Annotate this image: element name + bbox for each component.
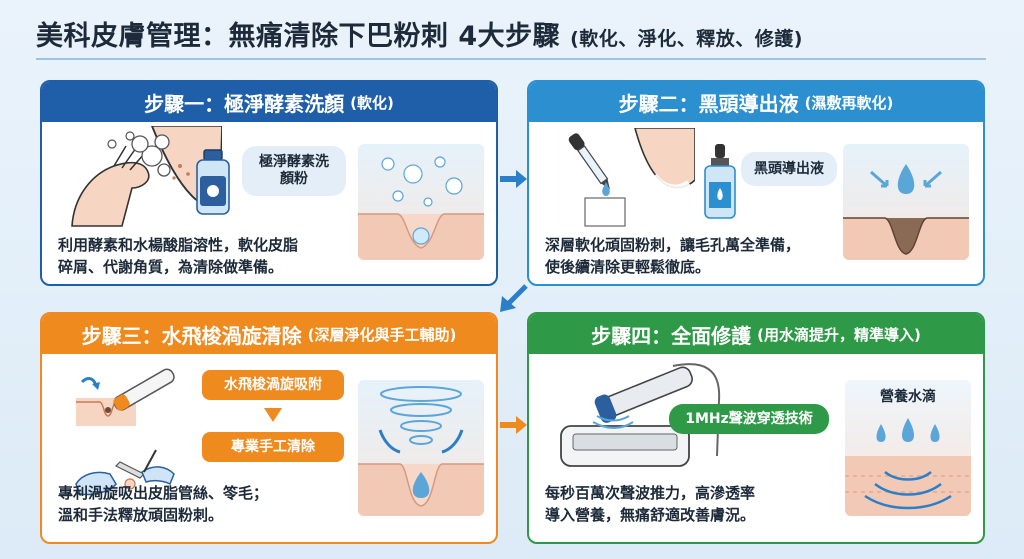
vortex-icon	[358, 380, 484, 516]
arrow-down-left-icon	[496, 284, 530, 314]
step-2-card: 步驟二：黑頭導出液 (濕敷再軟化)	[527, 80, 985, 286]
bottle-icon	[194, 148, 232, 216]
droplet-pore-icon	[843, 144, 969, 260]
step-1-note: (軟化)	[350, 93, 394, 112]
step-4-note: (用水滴提升，精準導入)	[757, 325, 921, 344]
sound-wave-icon	[884, 470, 932, 481]
step-4-card: 步驟四：全面修護 (用水滴提升，精準導入) 1MHz聲波穿透技術 營養水滴	[527, 312, 985, 544]
ultrasound-device-icon	[553, 360, 743, 472]
water-drops-icon: 營養水滴	[845, 380, 971, 516]
step-2-title: 步驟二：黑頭導出液	[618, 91, 799, 116]
step-1-card: 步驟一：極淨酵素洗顏 (軟化)	[40, 80, 498, 286]
title-divider	[36, 58, 986, 60]
step-4-body: 1MHz聲波穿透技術 營養水滴 每秒百萬次聲波推力，高滲透率 導入營養，無痛舒適…	[529, 354, 983, 542]
bubbles-pore-icon	[358, 144, 484, 260]
arrow-down-icon	[264, 408, 282, 422]
step-1-body: 極淨酵素洗 顏粉 利用酵素和水楊酸脂溶性，軟化皮脂 碎屑、代謝角質，為清除做準備…	[42, 122, 496, 284]
step-3-card: 步驟三：水飛梭渦旋清除 (深層淨化與手工輔助)	[40, 312, 498, 544]
step-3-body: 水飛梭渦旋吸附 專業手工清除 專利渦旋吸出皮脂管絲、笭毛； 溫和手法釋放頑固粉刺…	[42, 354, 496, 542]
page-title-main: 美科皮膚管理：無痛清除下巴粉刺 4大步驟	[36, 21, 561, 52]
arrow-right-orange-icon	[500, 414, 528, 436]
step-2-body: 黑頭導出液 深層軟化頑固粉刺，讓毛孔萬全準備， 使後續清除更輕鬆徹底。	[529, 122, 983, 284]
step-4-device-label: 1MHz聲波穿透技術	[669, 404, 829, 434]
step-3-note: (深層淨化與手工輔助)	[307, 325, 457, 344]
step-2-note: (濕敷再軟化)	[804, 93, 894, 112]
step-4-title: 步驟四：全面修護	[591, 323, 752, 348]
step-4-panel-label: 營養水滴	[880, 389, 936, 405]
page-title: 美科皮膚管理：無痛清除下巴粉刺 4大步驟 (軟化、淨化、釋放、修護)	[36, 14, 996, 54]
step-4-description: 每秒百萬次聲波推力，高滲透率 導入營養，無痛舒適改善膚況。	[545, 484, 756, 524]
tweezer-hand-icon	[70, 444, 180, 500]
step-1-product-label: 極淨酵素洗 顏粉	[242, 146, 346, 196]
step-3-label-bottom: 專業手工清除	[202, 432, 344, 462]
step-3-header: 步驟三：水飛梭渦旋清除 (深層淨化與手工輔助)	[42, 314, 496, 354]
serum-bottle-icon	[703, 144, 737, 220]
step-2-description: 深層軟化頑固粉刺，讓毛孔萬全準備， 使後續清除更輕鬆徹底。	[545, 236, 801, 276]
step-4-header: 步驟四：全面修護 (用水滴提升，精準導入)	[529, 314, 983, 354]
step-3-label-top: 水飛梭渦旋吸附	[202, 370, 344, 400]
step-3-title: 步驟三：水飛梭渦旋清除	[81, 323, 302, 348]
step-1-title: 步驟一：極淨酵素洗顏	[144, 91, 345, 116]
arrow-right-icon	[500, 168, 528, 190]
hydra-wand-icon	[72, 362, 182, 428]
step-2-product-label: 黑頭導出液	[741, 152, 837, 186]
step-3-description: 專利渦旋吸出皮脂管絲、笭毛； 溫和手法釋放頑固粉刺。	[58, 484, 269, 524]
step-1-header: 步驟一：極淨酵素洗顏 (軟化)	[42, 82, 496, 122]
page-subtitle: (軟化、淨化、釋放、修護)	[570, 28, 803, 50]
step-1-description: 利用酵素和水楊酸脂溶性，軟化皮脂 碎屑、代謝角質，為清除做準備。	[58, 236, 299, 276]
step-2-header: 步驟二：黑頭導出液 (濕敷再軟化)	[529, 82, 983, 122]
dropper-icon	[565, 128, 695, 228]
